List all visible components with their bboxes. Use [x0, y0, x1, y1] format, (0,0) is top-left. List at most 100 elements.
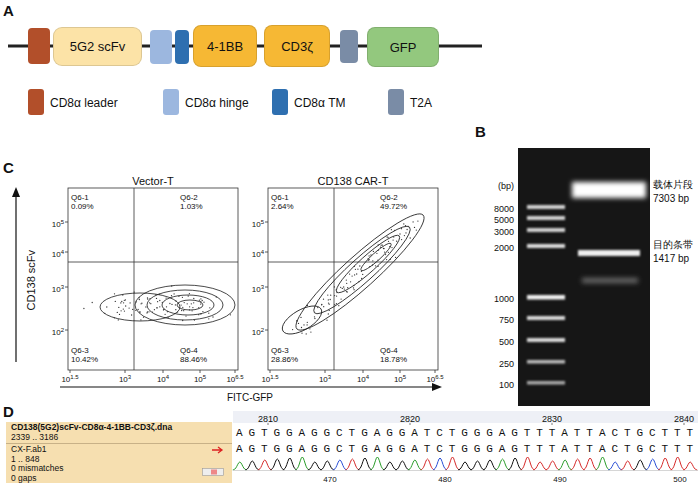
sequence-row-holder: AGTGGAGGCTGAGGATCTGGGAGTTTATTACTGCTTT [236, 438, 698, 456]
legend-text-holder: CD8α leader [50, 93, 118, 111]
event-dot [164, 317, 165, 318]
ruler-number: 2830 [542, 414, 562, 424]
gel-image [527, 228, 565, 232]
event-dot [134, 291, 135, 292]
tick-base: 10 [194, 375, 203, 384]
tick-label-holder: 103 [52, 278, 64, 296]
event-dot [328, 313, 329, 314]
legend-swatch [388, 89, 404, 115]
event-dot [334, 295, 335, 296]
event-dot [114, 317, 115, 318]
legend-text: CD8α hinge [185, 97, 249, 111]
event-dot [386, 236, 387, 237]
tick-base: 10 [119, 375, 128, 384]
sequence-text: AGTGGAGGCTGAGGATCTGGGAGTTTATTACTGCTTT [236, 427, 698, 440]
ladder-size: 8000 [494, 204, 514, 214]
gate-percent-holder: 28.86% [271, 348, 298, 366]
tick-label-holder: 101.5 [61, 368, 78, 386]
ladder-size-holder: 500 [499, 331, 514, 349]
chromatogram-peak [508, 458, 522, 470]
gate-percent: 28.86% [271, 355, 298, 364]
tick-exponent: 5 [403, 374, 406, 381]
alignment-info-box: CD138(5G2)scFv-CD8α-4-1BB-CD3ζ.dna2339 .… [6, 422, 232, 483]
event-dot [208, 313, 209, 314]
tick-exponent: 3 [128, 374, 131, 381]
event-dot [378, 244, 379, 245]
tick-exponent: 5 [261, 219, 264, 226]
tick-base: 10 [252, 250, 261, 259]
event-dot [334, 286, 335, 287]
tick-exponent: 3 [261, 284, 264, 291]
event-dot [372, 264, 373, 265]
event-dot [373, 251, 374, 252]
event-dot [329, 310, 330, 311]
flow-plot-frame [68, 188, 238, 370]
legend-swatch [163, 89, 179, 115]
event-dot [124, 300, 125, 301]
event-dot [383, 248, 384, 249]
event-dot [175, 309, 176, 310]
event-dot [157, 307, 158, 308]
event-dot [401, 239, 402, 240]
ladder-size-holder: 1000 [494, 288, 514, 306]
axis-arrow [12, 187, 442, 391]
tick-exponent: 6.5 [235, 374, 243, 381]
event-dot [147, 297, 148, 298]
legend-text: CD8α TM [294, 97, 346, 111]
legend-swatch [28, 89, 44, 115]
event-dot [389, 246, 390, 247]
info-text: CX-F.ab1 [11, 445, 232, 455]
event-dot [208, 318, 209, 319]
info-text: 1 .. 848 [11, 455, 232, 465]
event-dot [380, 247, 381, 248]
info-text: 2339 .. 3186 [11, 433, 232, 443]
event-dot [193, 298, 194, 299]
event-dot [347, 287, 348, 288]
ladder-size: 2000 [494, 243, 514, 253]
event-dot [152, 311, 153, 312]
event-dot [157, 301, 158, 302]
event-dot [120, 302, 121, 303]
flow-plot-frame [65, 222, 435, 373]
gel-image [527, 316, 565, 320]
event-dot [187, 303, 188, 304]
tick-label-holder: 103 [119, 368, 131, 386]
event-dot [383, 248, 384, 249]
event-dot [178, 296, 179, 297]
event-dot [114, 293, 115, 294]
chromatogram-peak [233, 457, 697, 470]
chromatogram-peak [345, 459, 359, 470]
tick-base: 10 [252, 328, 261, 337]
gate-percent-holder: 2.64% [271, 195, 294, 213]
gate-name-holder: Q6-4 [180, 339, 198, 357]
event-dot [131, 314, 132, 315]
event-dot [301, 327, 302, 328]
event-dot [394, 230, 395, 231]
tick-base: 10 [52, 250, 61, 259]
sequence-row-holder: AGTGGAGGCTGAGGATCTGGGAGTTTATTACTGCTTT [236, 422, 698, 440]
event-dot [182, 320, 183, 321]
gate-name: Q6-1 [71, 193, 89, 202]
chromatogram-peak [370, 457, 384, 470]
event-dot [357, 269, 358, 270]
event-dot [350, 281, 351, 282]
event-dot [362, 274, 363, 275]
event-dot [403, 223, 404, 224]
event-dot [370, 254, 371, 255]
tick-exponent: 2 [261, 327, 264, 334]
ladder-size: 3000 [494, 227, 514, 237]
trace-position-holder: 490 [553, 468, 566, 483]
ladder-size-holder: 250 [499, 353, 514, 371]
event-dot [321, 304, 322, 305]
ladder-size: 5000 [494, 215, 514, 225]
panel-letter: C [3, 159, 14, 176]
chromatogram-peak [258, 460, 272, 470]
event-dot [329, 304, 330, 305]
flow-plot-frame [134, 188, 135, 370]
event-dot [334, 304, 335, 305]
event-dot [375, 265, 376, 266]
event-dot [188, 295, 189, 296]
plot-title: CD138 CAR-T [318, 175, 389, 188]
event-dot [159, 293, 160, 294]
event-dot [139, 311, 140, 312]
